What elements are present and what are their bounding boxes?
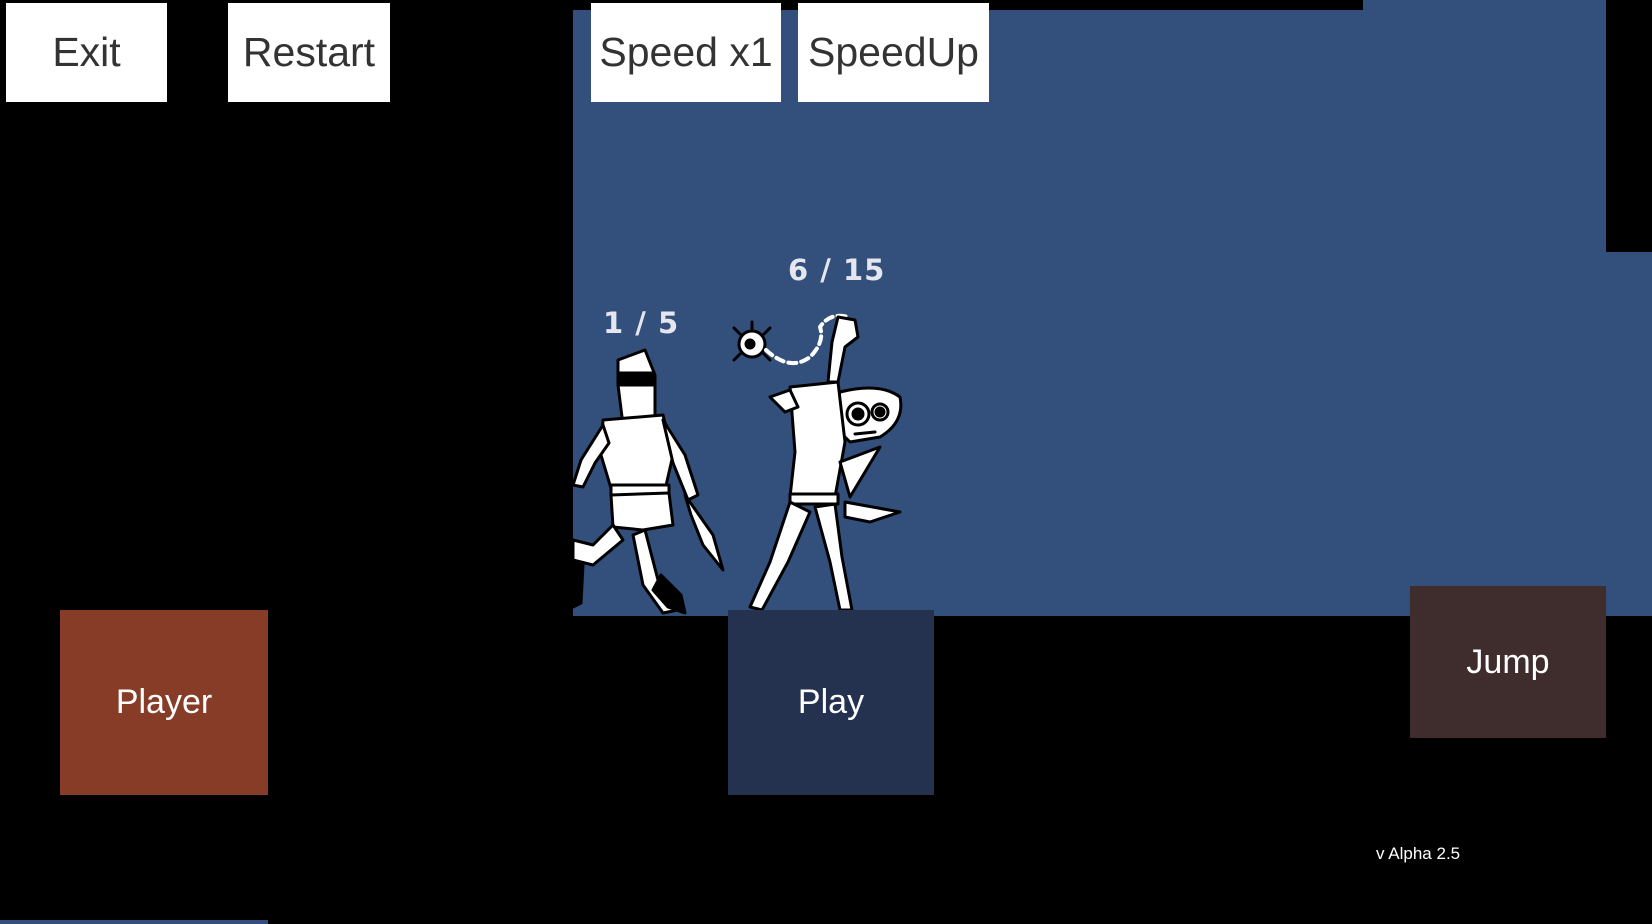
field-top-right — [1363, 0, 1606, 10]
version-label: v Alpha 2.5 — [1376, 844, 1461, 863]
speedup-button[interactable]: SpeedUp — [798, 3, 989, 102]
player-button[interactable]: Player — [60, 610, 268, 795]
bottom-strip — [0, 920, 268, 924]
speed-button[interactable]: Speed x1 — [591, 3, 781, 102]
play-button[interactable]: Play — [728, 610, 934, 795]
field-notch — [1606, 0, 1652, 252]
player-health-counter: 1 / 5 — [603, 306, 680, 340]
jump-button[interactable]: Jump — [1410, 586, 1606, 738]
hero-sprite — [573, 348, 725, 615]
enemy-health-counter: 6 / 15 — [788, 253, 886, 287]
restart-button[interactable]: Restart — [228, 3, 390, 102]
game-field — [573, 10, 1652, 616]
exit-button[interactable]: Exit — [6, 3, 167, 102]
enemy-sprite — [732, 313, 903, 612]
